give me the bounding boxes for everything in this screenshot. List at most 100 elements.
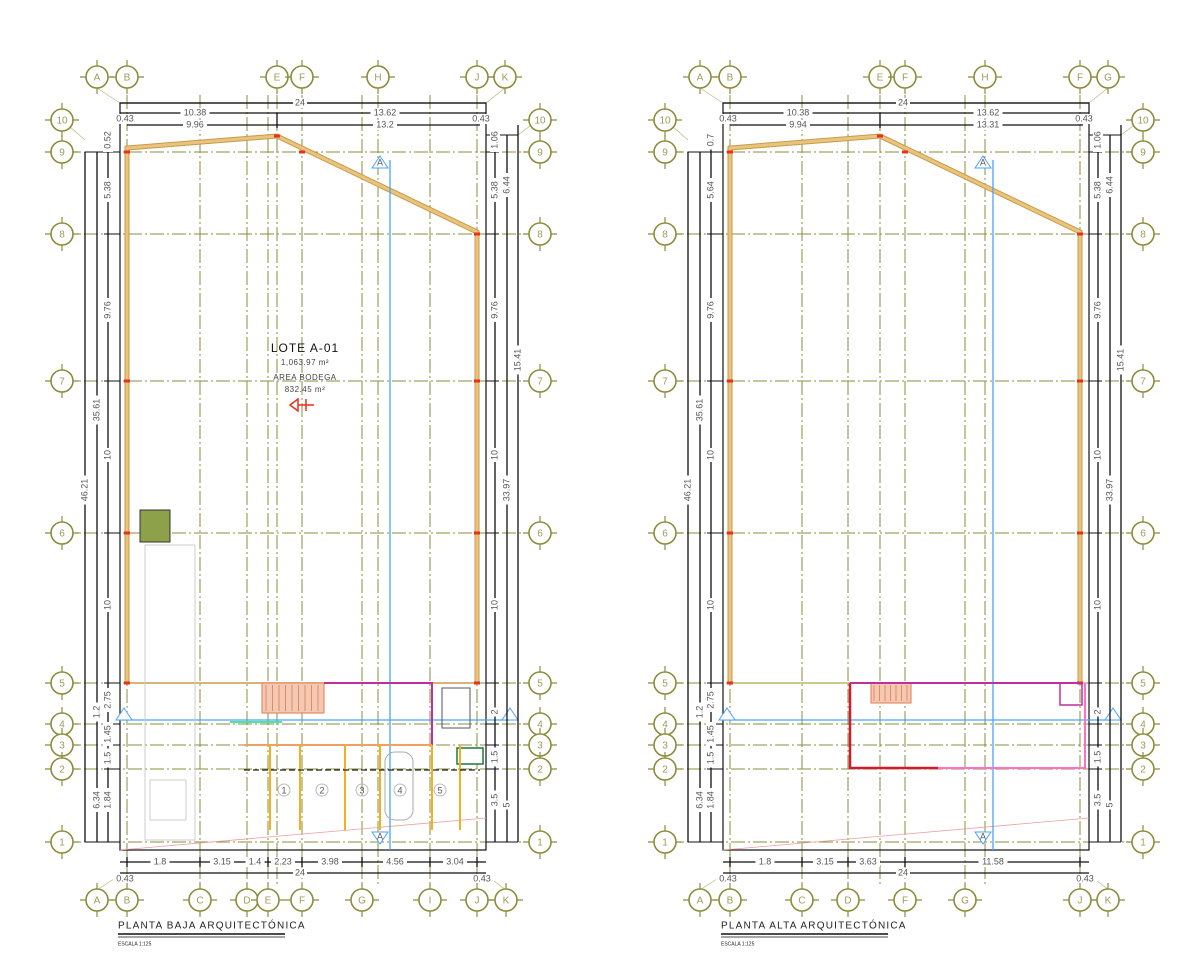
- dimension-label: 9.76: [102, 301, 112, 319]
- grid-bubble: 9: [648, 135, 682, 169]
- dimension-label: 33.97: [501, 479, 511, 502]
- grid-bubble: K: [489, 883, 523, 917]
- grid-label: 1: [537, 838, 543, 849]
- section-marker-icon: [115, 707, 133, 721]
- grid-bubble: 10: [1126, 103, 1160, 137]
- restroom: [441, 687, 471, 729]
- dimension-label: 10: [705, 450, 715, 460]
- grid-bubble: D: [831, 883, 865, 917]
- stair-block: [139, 509, 171, 543]
- grid-label: 8: [537, 230, 543, 241]
- grid-label: E: [265, 896, 272, 907]
- grid-bubble-circle: [718, 65, 742, 89]
- dimension-text-bg: [1093, 747, 1103, 767]
- grid-label: 2: [1140, 765, 1146, 776]
- grid-bubble: 7: [648, 364, 682, 398]
- grid-bubble-circle: [1131, 757, 1155, 781]
- grid-label: 9: [59, 148, 65, 159]
- dimension-text-bg: [150, 857, 170, 867]
- parking-number: 1: [281, 785, 286, 795]
- dimension-label: 0.52: [102, 131, 112, 149]
- dimension-text-bg: [80, 475, 90, 505]
- grid-bubble-circle: [653, 108, 677, 132]
- grid-bubble: B: [110, 883, 144, 917]
- grid-label: F: [299, 73, 305, 84]
- grid-bubble-circle: [85, 888, 109, 912]
- grid-label: F: [902, 73, 908, 84]
- dimension-text-bg: [896, 868, 910, 878]
- dimension-text-bg: [92, 788, 102, 812]
- dimension-text-bg: [513, 345, 523, 375]
- dimension-label: 0.7: [705, 134, 715, 147]
- section-marker-icon: [371, 155, 389, 169]
- grid-label: 7: [59, 377, 65, 388]
- grid-label: B: [727, 896, 734, 907]
- dimension-label: 1.2: [694, 706, 704, 719]
- grid-label: 6: [537, 529, 543, 540]
- grid-label: J: [475, 896, 480, 907]
- column-marker: [274, 134, 280, 138]
- grid-label: B: [124, 896, 131, 907]
- dimension-text-bg: [103, 788, 113, 812]
- grid-bubble: 9: [523, 135, 557, 169]
- dimension-label: 24: [295, 97, 305, 107]
- dimension-text-bg: [370, 108, 400, 118]
- grid-bubble: 1: [523, 825, 557, 859]
- parking-number-circle: [315, 783, 329, 797]
- dimension-label: 0.43: [116, 113, 134, 123]
- grid-bubble: G: [1091, 60, 1125, 94]
- section-marker-icon: [371, 831, 389, 845]
- dimension-label: 13.62: [977, 107, 1000, 117]
- grid-bubble: F: [285, 883, 319, 917]
- grid-label: 3: [1140, 741, 1146, 752]
- grid-bubble-circle: [528, 222, 552, 246]
- level-marker-icon: [288, 397, 314, 413]
- dimension-text-bg: [1093, 298, 1103, 322]
- dimension-text-bg: [103, 448, 113, 462]
- grid-label: H: [981, 73, 988, 84]
- column-marker: [124, 150, 130, 154]
- section-marker-icon: [974, 831, 992, 845]
- grid-bubble-circle: [1131, 521, 1155, 545]
- grid-bubble: B: [110, 60, 144, 94]
- grid-label: 3: [662, 741, 668, 752]
- dimension-label: 5: [501, 802, 511, 807]
- dimension-text-bg: [490, 448, 500, 462]
- dimension-text-bg: [706, 178, 716, 202]
- dimension-label: 3.15: [816, 856, 834, 866]
- grid-bubble: A: [80, 883, 114, 917]
- grid-bubble-circle: [973, 65, 997, 89]
- column-marker: [124, 531, 130, 535]
- leader-line: [1088, 87, 1109, 104]
- grid-bubble: 6: [1126, 516, 1160, 550]
- dimension-label: 1.5: [102, 752, 112, 765]
- grid-bubble: F: [888, 60, 922, 94]
- grid-bubble-circle: [1131, 671, 1155, 695]
- grid-bubble-circle: [50, 521, 74, 545]
- dimension-label: 33.97: [1104, 479, 1114, 502]
- grid-bubble-circle: [836, 888, 860, 912]
- car-outline: [384, 751, 414, 821]
- leader-line: [699, 87, 724, 104]
- section-marker-icon: [501, 707, 519, 721]
- dimension-text-bg: [245, 857, 265, 867]
- grid-bubble: 6: [648, 516, 682, 550]
- column-marker: [474, 379, 480, 383]
- dimension-text-bg: [1105, 800, 1115, 810]
- dimension-label: 2.23: [274, 856, 292, 866]
- dimension-label: 2.75: [705, 691, 715, 709]
- grid-bubble-circle: [688, 65, 712, 89]
- grid-bubble-circle: [528, 140, 552, 164]
- column-marker: [727, 681, 733, 685]
- section-marker-label: A: [980, 831, 986, 841]
- dimension-label: 10: [1092, 600, 1102, 610]
- grid-bubble-circle: [653, 140, 677, 164]
- dimension-label: 0.43: [719, 113, 737, 123]
- grid-label: 7: [1140, 377, 1146, 388]
- dimension-label: 1.06: [1092, 131, 1102, 149]
- dimension-label: 15.41: [1115, 349, 1125, 372]
- column-marker: [727, 379, 733, 383]
- grid-bubble: 7: [523, 364, 557, 398]
